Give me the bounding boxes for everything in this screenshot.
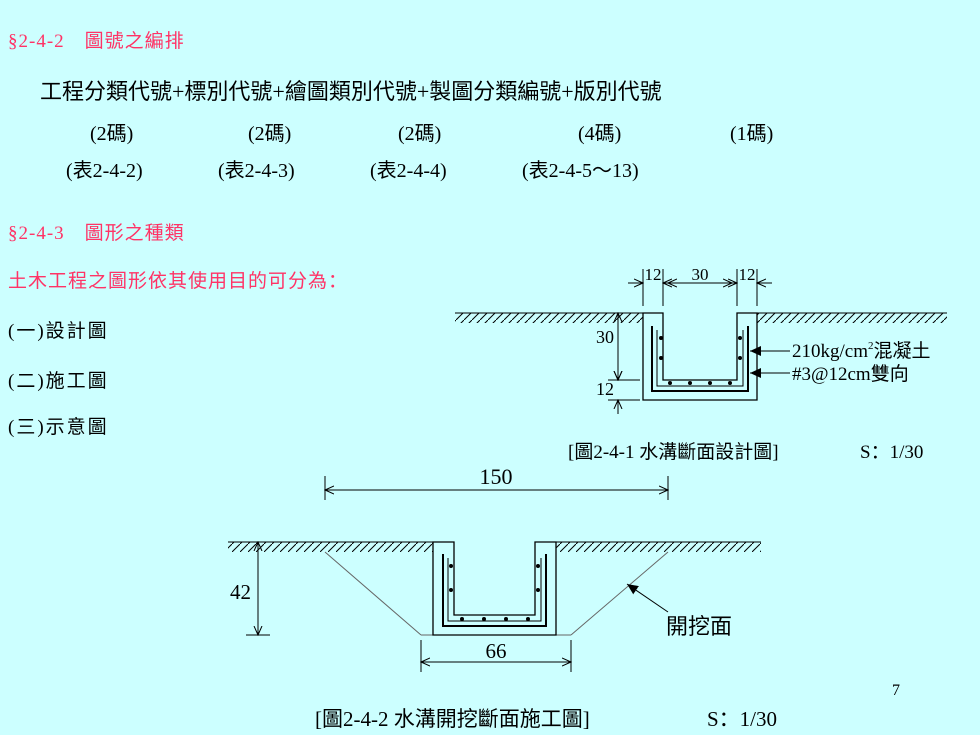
dim-top-wall-right: 12: [739, 265, 756, 284]
code-length-4: (4碼): [578, 123, 622, 145]
list-item-construction-drawing: (二)施工圖: [8, 371, 109, 392]
rebar-label: #3@12cm雙向: [792, 363, 909, 385]
bottom-dimension-66: [421, 640, 571, 672]
rebar-dots: [659, 336, 742, 385]
code-length-3: (2碼): [398, 123, 442, 145]
left-dimension-42: [246, 542, 270, 635]
figure1-scale: S：1/30: [860, 442, 923, 463]
section-title-2-4-2: §2-4-2 圖號之編排: [8, 31, 185, 52]
intro-text: 土木工程之圖形依其使用目的可分為：: [8, 271, 349, 292]
ground-hatch-right: [757, 312, 947, 323]
dim-excavation-depth: 42: [230, 580, 251, 604]
dim-bottom-thickness: 12: [596, 379, 614, 399]
page-number: 7: [892, 682, 900, 699]
rebar-group-2: [442, 554, 547, 627]
table-ref-1: (表2-4-2): [66, 160, 143, 182]
ground-hatch-left-2: [228, 541, 433, 552]
figure2-scale: S：1/30: [707, 707, 777, 731]
dim-bottom-width: 66: [486, 639, 507, 663]
rebar-dots-2: [449, 564, 540, 621]
left-dimensions: [608, 313, 640, 414]
table-ref-4: (表2-4-5～13): [522, 160, 639, 182]
list-item-design-drawing: (一)設計圖: [8, 321, 109, 342]
top-dimension-150: [325, 476, 668, 500]
ground-hatch-right-2: [556, 541, 761, 552]
dim-top-inner: 30: [692, 265, 709, 284]
u-channel-outline-2: [432, 541, 557, 636]
figure-ditch-design-section: 12 30 12 30 12 210kg/cm2混凝土 #3@12cm雙向 [圖…: [455, 265, 947, 463]
figure1-caption: [圖2-4-1 水溝斷面設計圖]: [568, 441, 779, 463]
rebar-group: [651, 326, 749, 392]
figure2-caption: [圖2-4-2 水溝開挖斷面施工圖]: [315, 707, 590, 731]
table-ref-2: (表2-4-3): [218, 160, 295, 182]
ground-hatch-left: [455, 312, 643, 323]
top-dimensions: [628, 269, 772, 306]
table-ref-3: (表2-4-4): [370, 160, 447, 182]
excavation-face-label: 開挖面: [666, 614, 732, 639]
drawing-number-formula: 工程分類代號+標別代號+繪圖類別代號+製圖分類編號+版別代號: [40, 79, 662, 104]
excavation-slope-lines: [324, 551, 669, 636]
u-channel-outline: [642, 312, 758, 401]
dim-top-width: 150: [480, 464, 513, 489]
dim-depth: 30: [596, 327, 614, 347]
dim-top-wall-left: 12: [645, 265, 662, 284]
code-length-1: (2碼): [90, 123, 134, 145]
excavation-leader: [626, 583, 669, 613]
list-item-schematic-drawing: (三)示意圖: [8, 417, 109, 438]
code-length-5: (1碼): [730, 123, 774, 145]
concrete-label: 210kg/cm2混凝土: [792, 340, 931, 362]
figure-ditch-excavation-section: 150 42 66 開挖面 [圖2-4-2 水溝開挖斷面施工圖] S：1/30: [228, 464, 777, 731]
section-title-2-4-3: §2-4-3 圖形之種類: [8, 223, 185, 244]
code-length-2: (2碼): [248, 123, 292, 145]
